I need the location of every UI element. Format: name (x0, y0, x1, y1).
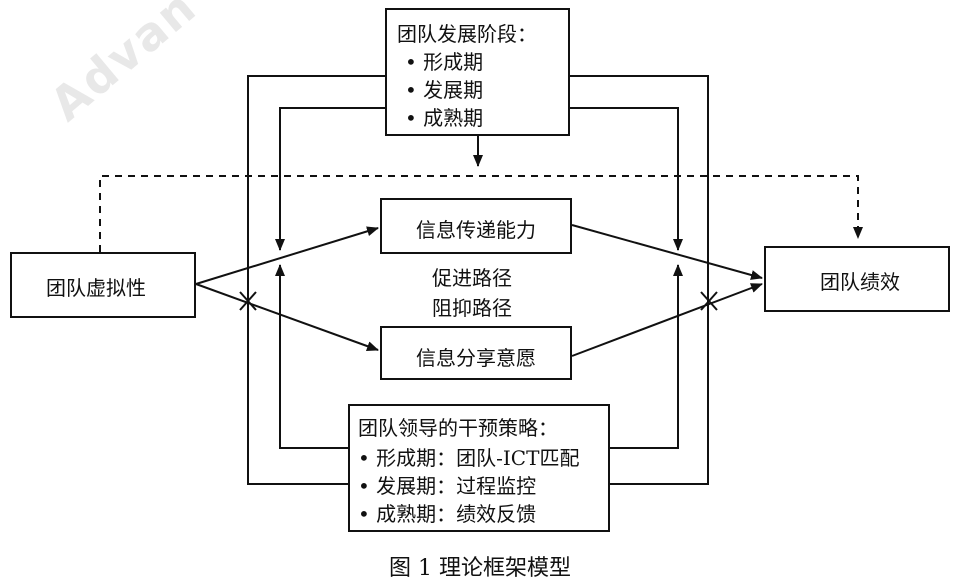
share-to-performance (571, 283, 763, 357)
stage-inner-right (570, 107, 683, 251)
leader-intervention-box: 团队领导的干预策略： • 形成期：团队-ICT匹配 • 发展期：过程监控 • 成… (348, 404, 610, 532)
intervention-title: 团队领导的干预策略： (358, 416, 558, 440)
intervention-item: • 形成期：团队-ICT匹配 (358, 446, 580, 470)
stage-item: • 成熟期 (405, 106, 484, 130)
stages-title: 团队发展阶段： (397, 22, 537, 46)
info-transfer-box: 信息传递能力 (380, 198, 572, 254)
inhibit-path-label: 阻抑路径 (432, 296, 512, 320)
stage-inner-left (275, 107, 385, 251)
virtuality-to-transfer (195, 226, 379, 285)
info-share-box: 信息分享意愿 (380, 326, 572, 380)
figure-caption: 图 1 理论框架模型 (389, 556, 571, 581)
stage-outer-loop-right (570, 75, 709, 485)
info-share-label: 信息分享意愿 (416, 346, 536, 370)
development-stages-box: 团队发展阶段： • 形成期 • 发展期 • 成熟期 (385, 8, 570, 136)
team-virtuality-label: 团队虚拟性 (46, 276, 146, 300)
info-transfer-label: 信息传递能力 (416, 218, 536, 242)
team-performance-box: 团队绩效 (764, 246, 950, 312)
stage-outer-loop (247, 75, 385, 485)
cross-mark-right (700, 291, 718, 311)
transfer-to-performance (571, 224, 763, 280)
promote-path-label: 促进路径 (432, 266, 512, 290)
stage-item: • 发展期 (405, 78, 484, 102)
intervention-item: • 发展期：过程监控 (358, 474, 537, 498)
cross-mark-left (239, 291, 257, 311)
dashed-direct-path (99, 175, 863, 252)
team-virtuality-box: 团队虚拟性 (10, 252, 196, 318)
intervention-left (275, 264, 348, 449)
virtuality-to-share (195, 283, 379, 351)
intervention-right (610, 264, 683, 449)
team-performance-label: 团队绩效 (820, 270, 900, 294)
intervention-item: • 成熟期：绩效反馈 (358, 502, 537, 526)
stage-item: • 形成期 (405, 50, 484, 74)
